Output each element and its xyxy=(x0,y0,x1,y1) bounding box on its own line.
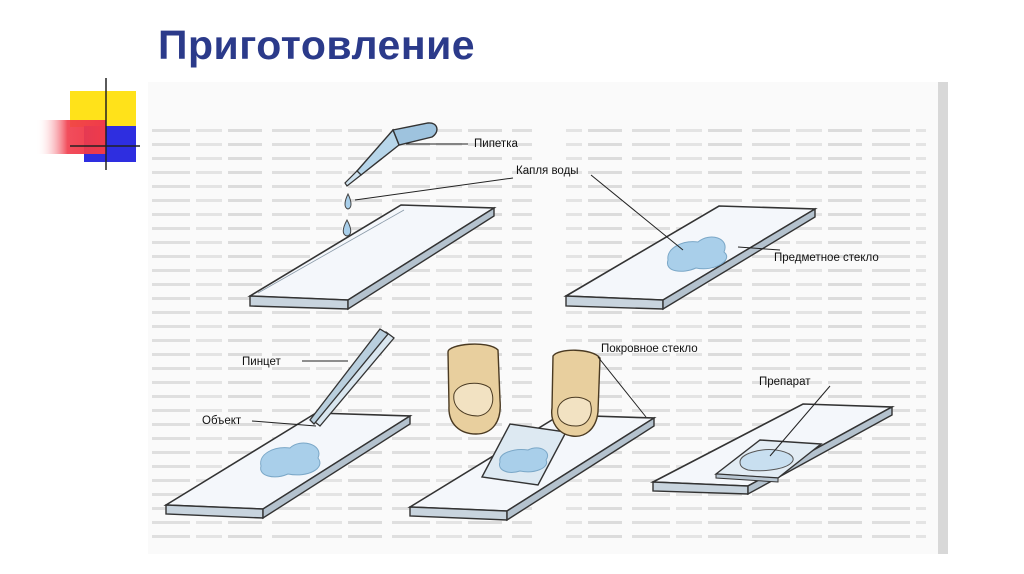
red-square xyxy=(36,120,106,154)
slide-glass-leader xyxy=(737,246,781,251)
label-tweezers: Пинцет xyxy=(242,356,282,368)
label-water-drop: Капля воды xyxy=(516,165,579,177)
slide-glass-2-side xyxy=(662,207,816,311)
water-drop-icon xyxy=(342,192,352,237)
pipette-icon xyxy=(344,122,438,187)
page-edge xyxy=(938,82,948,554)
object-leader xyxy=(251,420,317,427)
preparation-diagram: Пипетка Капля воды Предметное стекло Пин… xyxy=(148,82,948,554)
tweezers-icon xyxy=(309,328,395,427)
slide-glass-3-side xyxy=(262,414,411,520)
water-drop-leader-1 xyxy=(354,177,514,201)
slide-title: Приготовление xyxy=(158,22,476,68)
right-finger-icon xyxy=(551,349,601,437)
water-puddle-3 xyxy=(260,442,321,478)
step-cover-glass: Покровное стекло xyxy=(407,343,698,522)
step-finished-specimen: Препарат xyxy=(649,376,895,496)
label-object: Объект xyxy=(202,415,242,427)
left-finger-icon xyxy=(447,343,501,435)
label-specimen: Препарат xyxy=(759,376,811,388)
specimen-leader xyxy=(769,385,831,457)
water-puddle-2 xyxy=(667,236,727,272)
label-cover-glass: Покровное стекло xyxy=(601,343,698,355)
slide-glass-4-side xyxy=(506,416,655,522)
step-slide-with-drop: Предметное стекло xyxy=(563,174,879,311)
specimen-object xyxy=(739,449,794,472)
label-pipette: Пипетка xyxy=(474,138,518,150)
cover-glass-leader xyxy=(597,356,647,418)
water-puddle-4 xyxy=(499,447,548,473)
label-slide-glass: Предметное стекло xyxy=(774,252,879,264)
water-drop-leader-2 xyxy=(590,174,684,251)
step-tweezers-object: Пинцет Объект xyxy=(163,328,413,520)
decorative-squares xyxy=(36,78,140,170)
step-pipette-slide: Пипетка Капля воды xyxy=(247,122,579,311)
slide-glass-1-side xyxy=(347,206,495,311)
